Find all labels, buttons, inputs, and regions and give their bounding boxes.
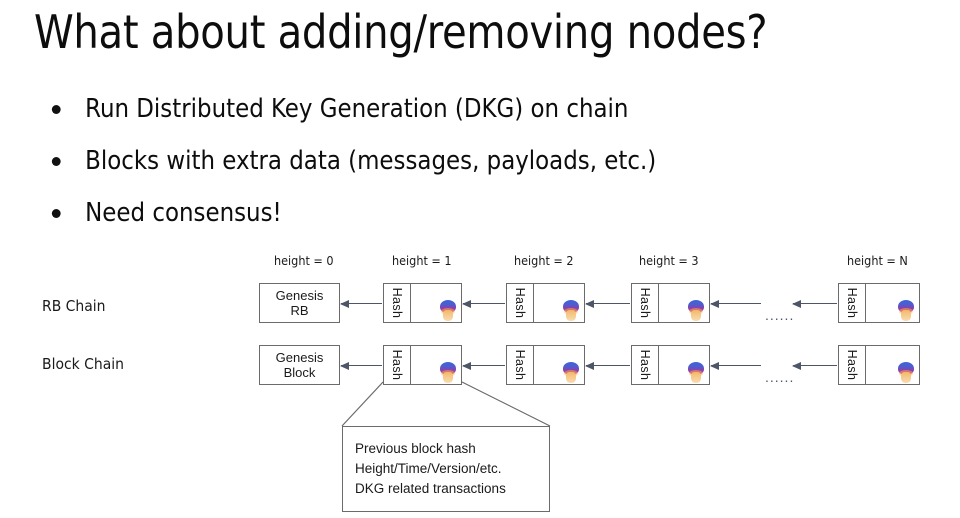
rb-block-height-1: Hash — [383, 283, 462, 323]
block-block-body-3 — [659, 346, 709, 384]
block-arrow-1 — [341, 365, 382, 367]
block-block-height-n: Hash — [838, 345, 920, 385]
hash-label: Hash — [845, 287, 859, 319]
node-sprite-icon — [686, 297, 706, 321]
bullet-dot-icon — [51, 209, 61, 218]
rb-block-height-3: Hash — [631, 283, 710, 323]
rb-block-body-3 — [659, 284, 709, 322]
node-sprite-icon — [896, 297, 916, 321]
callout-text: Previous block hash Height/Time/Version/… — [355, 441, 506, 496]
block-arrow-3 — [586, 365, 630, 367]
block-block-body-1 — [411, 346, 461, 384]
height-label-2: height = 2 — [514, 253, 574, 268]
rb-ellipsis: ...... — [765, 307, 795, 323]
block-arrow-5 — [793, 365, 837, 367]
rb-block-height-n: Hash — [838, 283, 920, 323]
block-block-body-n — [866, 346, 919, 384]
block-hash-cell-n: Hash — [839, 346, 866, 384]
hash-label: Hash — [513, 349, 527, 381]
hash-label: Hash — [390, 287, 404, 319]
block-block-height-2: Hash — [506, 345, 585, 385]
rb-hash-cell-n: Hash — [839, 284, 866, 322]
callout-box: Previous block hash Height/Time/Version/… — [342, 426, 550, 512]
height-label-1: height = 1 — [392, 253, 452, 268]
height-label-n: height = N — [847, 253, 908, 268]
bullet-item-3: Need consensus! — [44, 196, 848, 230]
block-ellipsis: ...... — [765, 369, 795, 385]
block-hash-cell-1: Hash — [384, 346, 411, 384]
block-hash-cell-2: Hash — [507, 346, 534, 384]
node-sprite-icon — [438, 359, 458, 383]
bullet-list: Run Distributed Key Generation (DKG) on … — [44, 92, 864, 248]
bullet-item-1: Run Distributed Key Generation (DKG) on … — [44, 92, 848, 126]
hash-label: Hash — [845, 349, 859, 381]
block-detail-callout: Previous block hash Height/Time/Version/… — [330, 380, 570, 518]
bullet-item-2: Blocks with extra data (messages, payloa… — [44, 144, 848, 178]
bullet-dot-icon — [51, 105, 61, 114]
rb-arrow-1 — [341, 303, 382, 305]
rb-genesis-block: Genesis RB — [259, 283, 340, 323]
hash-label: Hash — [513, 287, 527, 319]
rb-hash-cell-2: Hash — [507, 284, 534, 322]
rb-block-height-2: Hash — [506, 283, 585, 323]
rb-genesis-line-2: RB — [290, 303, 309, 318]
rb-arrow-5 — [793, 303, 837, 305]
row-label-block-chain: Block Chain — [42, 355, 124, 373]
block-arrow-2 — [463, 365, 505, 367]
height-label-3: height = 3 — [639, 253, 699, 268]
hash-label: Hash — [638, 287, 652, 319]
rb-block-body-2 — [534, 284, 584, 322]
block-arrow-4 — [711, 365, 761, 367]
node-sprite-icon — [561, 359, 581, 383]
block-genesis-block: Genesis Block — [259, 345, 340, 385]
rb-arrow-4 — [711, 303, 761, 305]
block-genesis-line-1: Genesis — [275, 350, 324, 365]
bullet-text: Run Distributed Key Generation (DKG) on … — [85, 94, 629, 124]
block-block-body-2 — [534, 346, 584, 384]
rb-arrow-3 — [586, 303, 630, 305]
node-sprite-icon — [896, 359, 916, 383]
node-sprite-icon — [686, 359, 706, 383]
hash-label: Hash — [638, 349, 652, 381]
row-label-rb-chain: RB Chain — [42, 297, 106, 315]
bullet-text: Blocks with extra data (messages, payloa… — [85, 146, 657, 176]
block-genesis-line-2: Block — [283, 365, 316, 380]
rb-genesis-line-1: Genesis — [275, 288, 324, 303]
bullet-dot-icon — [51, 157, 61, 166]
rb-block-body-n — [866, 284, 919, 322]
page-title: What about adding/removing nodes? — [34, 5, 768, 59]
rb-hash-cell-1: Hash — [384, 284, 411, 322]
bullet-text: Need consensus! — [85, 198, 282, 228]
block-hash-cell-3: Hash — [632, 346, 659, 384]
node-sprite-icon — [438, 297, 458, 321]
block-block-height-3: Hash — [631, 345, 710, 385]
hash-label: Hash — [390, 349, 404, 381]
callout-leader-lines — [341, 381, 551, 427]
rb-arrow-2 — [463, 303, 505, 305]
block-block-height-1: Hash — [383, 345, 462, 385]
rb-block-body-1 — [411, 284, 461, 322]
rb-hash-cell-3: Hash — [632, 284, 659, 322]
node-sprite-icon — [561, 297, 581, 321]
blockchain-diagram: height = 0 height = 1 height = 2 height … — [0, 240, 960, 518]
height-label-0: height = 0 — [274, 253, 334, 268]
